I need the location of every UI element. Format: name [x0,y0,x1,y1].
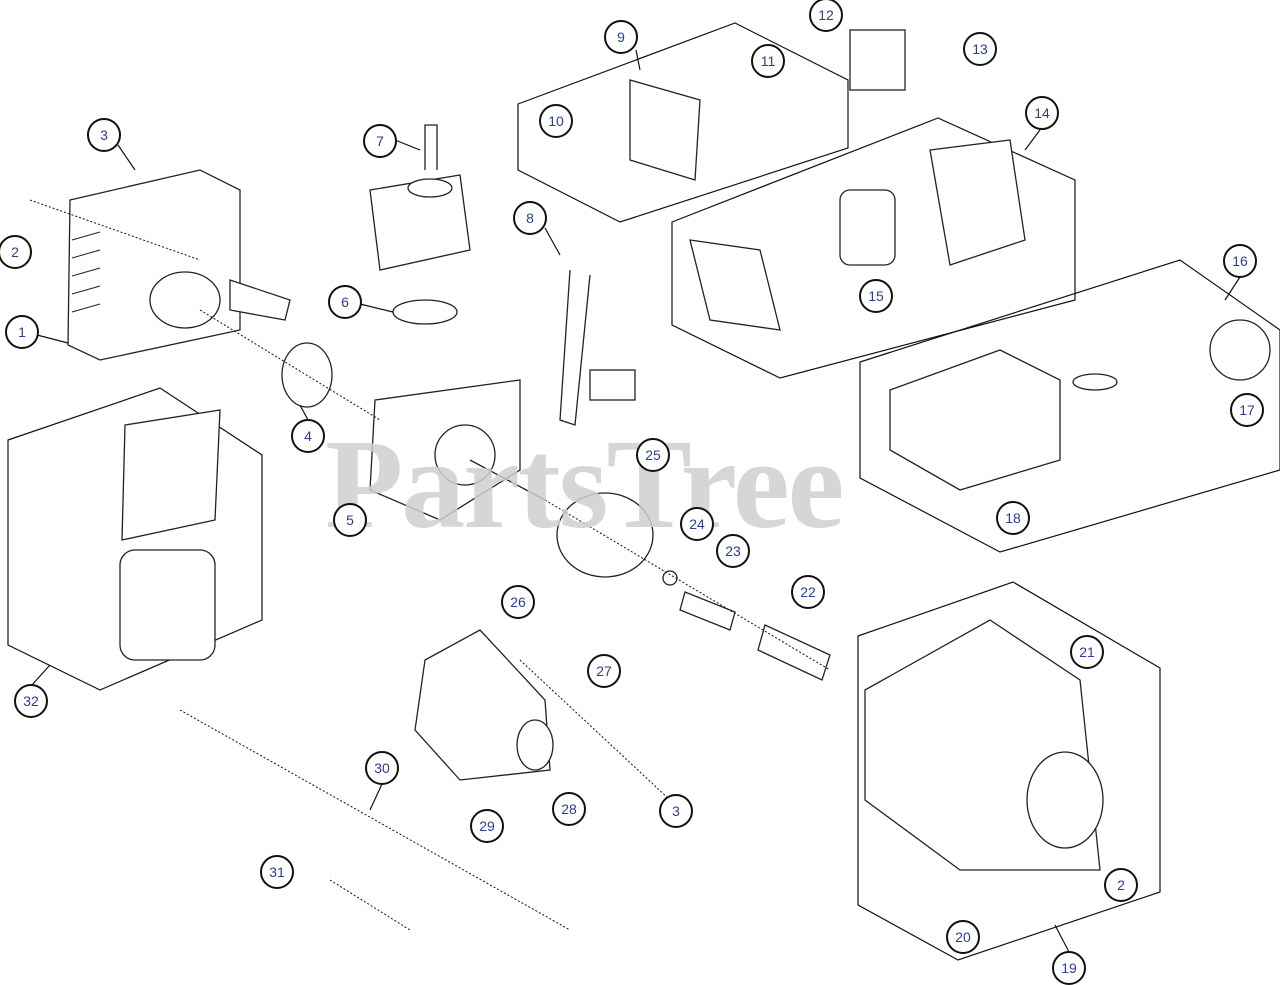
fuel-tank [889,349,1061,491]
callout-part-2[interactable]: 2 [0,235,32,269]
callout-part-10[interactable]: 10 [539,104,573,138]
engine-shroud [67,169,241,361]
callout-part-25[interactable]: 25 [636,438,670,472]
fan-housing [414,629,551,781]
callout-part-6[interactable]: 6 [328,285,362,319]
callout-part-3[interactable]: 3 [659,794,693,828]
callout-part-29[interactable]: 29 [470,809,504,843]
callout-part-30[interactable]: 30 [365,751,399,785]
kit-box-9 [517,22,849,223]
callout-part-17[interactable]: 17 [1230,393,1264,427]
kit-box-16 [859,259,1280,553]
callout-part-20[interactable]: 20 [946,920,980,954]
callout-part-21[interactable]: 21 [1070,635,1104,669]
callout-part-12[interactable]: 12 [809,0,843,32]
callout-part-2[interactable]: 2 [1104,868,1138,902]
callout-part-16[interactable]: 16 [1223,244,1257,278]
callout-part-32[interactable]: 32 [14,684,48,718]
callout-part-26[interactable]: 26 [501,585,535,619]
callout-part-7[interactable]: 7 [363,124,397,158]
callout-part-1[interactable]: 1 [5,315,39,349]
callout-part-22[interactable]: 22 [791,575,825,609]
kit-box-32 [7,387,263,691]
callout-part-31[interactable]: 31 [260,855,294,889]
kit-box-19 [857,581,1161,961]
callout-part-8[interactable]: 8 [513,201,547,235]
callout-part-15[interactable]: 15 [859,279,893,313]
callout-part-9[interactable]: 9 [604,20,638,54]
flywheel [556,492,654,578]
callout-part-14[interactable]: 14 [1025,96,1059,130]
callout-part-24[interactable]: 24 [680,507,714,541]
callout-part-28[interactable]: 28 [552,792,586,826]
callout-part-27[interactable]: 27 [587,654,621,688]
kit-box-14 [671,117,1076,379]
callout-part-3[interactable]: 3 [87,118,121,152]
callout-part-18[interactable]: 18 [996,501,1030,535]
callout-part-23[interactable]: 23 [716,534,750,568]
callout-part-5[interactable]: 5 [333,503,367,537]
callout-part-11[interactable]: 11 [751,44,785,78]
callout-part-19[interactable]: 19 [1052,951,1086,985]
callout-part-13[interactable]: 13 [963,32,997,66]
callout-part-4[interactable]: 4 [291,419,325,453]
